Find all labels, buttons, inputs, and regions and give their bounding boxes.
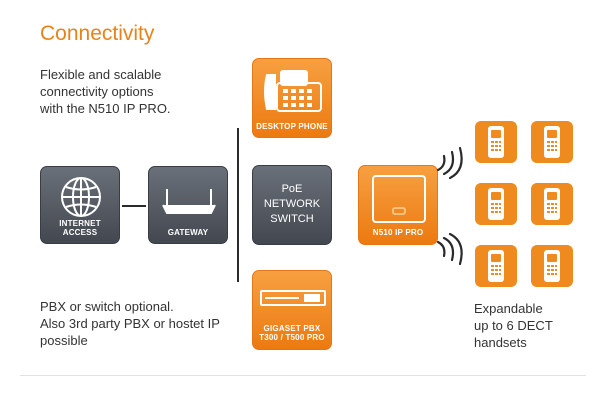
pbx-label: GIGASET PBX T300 / T500 PRO xyxy=(259,324,325,342)
dect-handset-icon xyxy=(530,120,574,164)
globe-icon xyxy=(61,177,101,217)
internet-gateway-link xyxy=(122,205,146,207)
dect-handset-icon xyxy=(474,120,518,164)
wireless-signal-icon xyxy=(436,146,463,180)
desk-phone-icon xyxy=(264,70,322,112)
pbx-node: GIGASET PBX T300 / T500 PRO xyxy=(252,270,332,350)
gateway-node: GATEWAY xyxy=(148,166,228,244)
dect-handset-icon xyxy=(474,244,518,288)
footer-divider xyxy=(20,375,586,376)
dect-handset-icon xyxy=(474,182,518,226)
gateway-label: GATEWAY xyxy=(167,228,209,237)
poe-switch-node: PoE NETWORK SWITCH xyxy=(252,165,332,245)
desktop-phone-node: DESKTOP PHONE xyxy=(252,58,332,138)
base-station-icon xyxy=(372,175,426,223)
poe-switch-label: PoE NETWORK SWITCH xyxy=(263,183,321,225)
network-backbone-line xyxy=(237,128,239,282)
handset-expansion-note: Expandable up to 6 DECT handsets xyxy=(474,301,553,350)
base-station-label: N510 IP PRO xyxy=(372,228,424,237)
page-title: Connectivity xyxy=(40,22,155,45)
router-icon xyxy=(162,189,216,214)
internet-access-label: INTERNET ACCESS xyxy=(59,219,101,237)
wireless-signal-icon xyxy=(436,232,463,266)
dect-handset-icon xyxy=(530,182,574,226)
dect-handset-icon xyxy=(530,244,574,288)
intro-text: Flexible and scalable connectivity optio… xyxy=(40,67,171,116)
internet-access-node: INTERNET ACCESS xyxy=(40,166,120,244)
desktop-phone-label: DESKTOP PHONE xyxy=(256,122,328,131)
pbx-optional-note: PBX or switch optional. Also 3rd party P… xyxy=(40,299,220,348)
base-station-node: N510 IP PRO xyxy=(358,165,438,245)
pbx-icon xyxy=(260,290,326,306)
